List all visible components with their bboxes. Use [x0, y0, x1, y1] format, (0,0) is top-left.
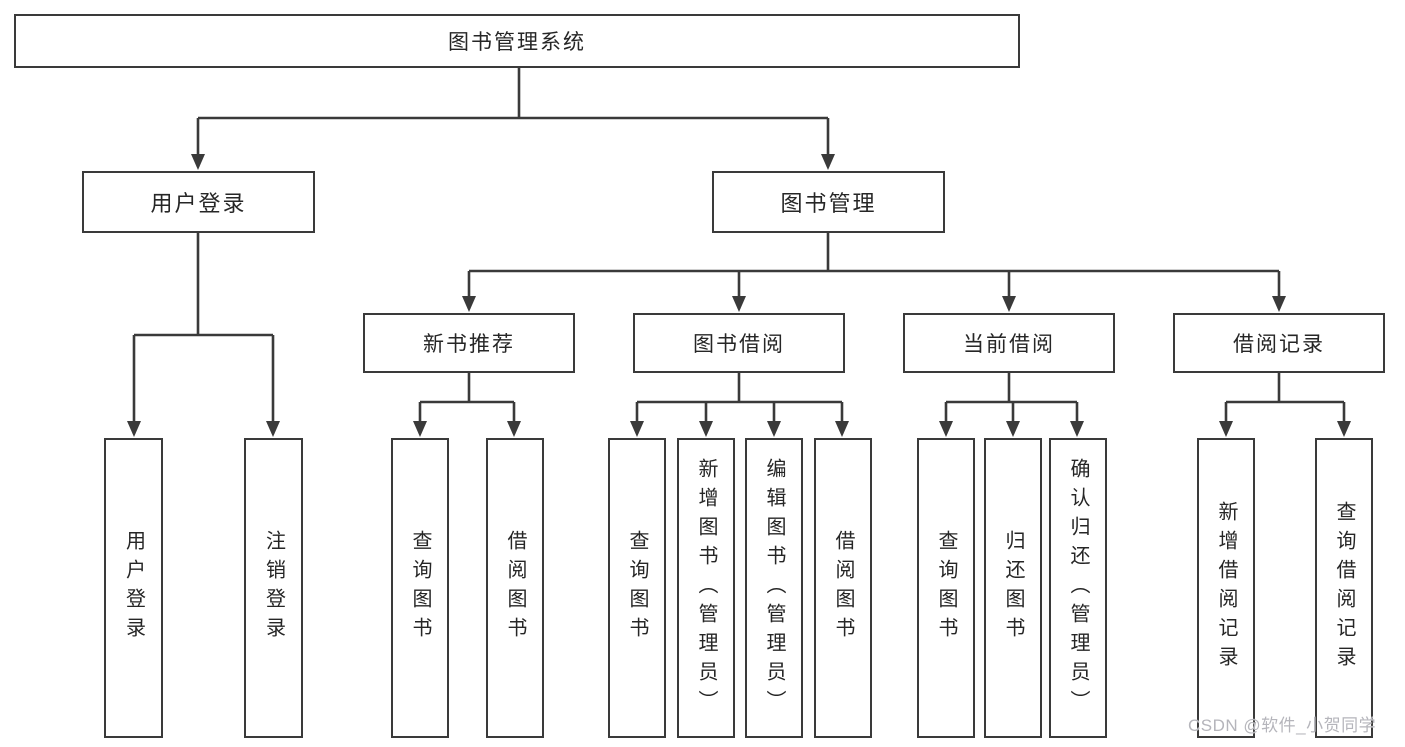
- node-borrow-records: 借阅记录: [1173, 313, 1385, 373]
- leaf-add-book-admin: 新增图书（管理员）: [677, 438, 735, 738]
- node-borrow-records-label: 借阅记录: [1233, 333, 1325, 356]
- leaf-borrow-books-newbook: 借阅图书: [486, 438, 544, 738]
- leaf-borrow-books-borrow-label: 借阅图书: [832, 530, 854, 646]
- root-node-label: 图书管理系统: [448, 31, 586, 54]
- leaf-edit-book-admin-label: 编辑图书（管理员）: [763, 457, 785, 719]
- node-book-borrow-label: 图书借阅: [693, 333, 785, 356]
- leaf-user-login: 用户登录: [104, 438, 163, 738]
- leaf-return-book: 归还图书: [984, 438, 1042, 738]
- leaf-query-books-borrow-label: 查询图书: [626, 530, 648, 646]
- leaf-query-borrow-record: 查询借阅记录: [1315, 438, 1373, 738]
- node-book-management-label: 图书管理: [780, 191, 877, 216]
- root-node-library-system: 图书管理系统: [14, 14, 1020, 68]
- leaf-logout: 注销登录: [244, 438, 303, 738]
- leaf-confirm-return-admin: 确认归还（管理员）: [1049, 438, 1107, 738]
- leaf-return-book-label: 归还图书: [1002, 530, 1024, 646]
- leaf-borrow-books-borrow: 借阅图书: [814, 438, 872, 738]
- leaf-query-books-newbook: 查询图书: [391, 438, 449, 738]
- node-book-borrow: 图书借阅: [633, 313, 845, 373]
- node-new-book-recommend-label: 新书推荐: [423, 333, 515, 356]
- leaf-query-books-current-label: 查询图书: [935, 530, 957, 646]
- leaf-logout-label: 注销登录: [262, 530, 285, 646]
- leaf-borrow-books-newbook-label: 借阅图书: [504, 530, 526, 646]
- leaf-query-books-borrow: 查询图书: [608, 438, 666, 738]
- node-book-management: 图书管理: [712, 171, 945, 233]
- leaf-confirm-return-admin-label: 确认归还（管理员）: [1067, 457, 1089, 719]
- leaf-query-books-current: 查询图书: [917, 438, 975, 738]
- leaf-query-borrow-record-label: 查询借阅记录: [1333, 501, 1355, 675]
- node-current-borrow-label: 当前借阅: [963, 333, 1055, 356]
- node-new-book-recommend: 新书推荐: [363, 313, 575, 373]
- leaf-query-books-newbook-label: 查询图书: [409, 530, 431, 646]
- csdn-watermark: CSDN @软件_小贺同学: [1188, 716, 1377, 735]
- leaf-add-borrow-record-label: 新增借阅记录: [1215, 501, 1237, 675]
- leaf-user-login-label: 用户登录: [122, 530, 145, 646]
- node-user-login: 用户登录: [82, 171, 315, 233]
- leaf-add-borrow-record: 新增借阅记录: [1197, 438, 1255, 738]
- leaf-edit-book-admin: 编辑图书（管理员）: [745, 438, 803, 738]
- leaf-add-book-admin-label: 新增图书（管理员）: [695, 457, 717, 719]
- node-current-borrow: 当前借阅: [903, 313, 1115, 373]
- node-user-login-label: 用户登录: [150, 191, 247, 216]
